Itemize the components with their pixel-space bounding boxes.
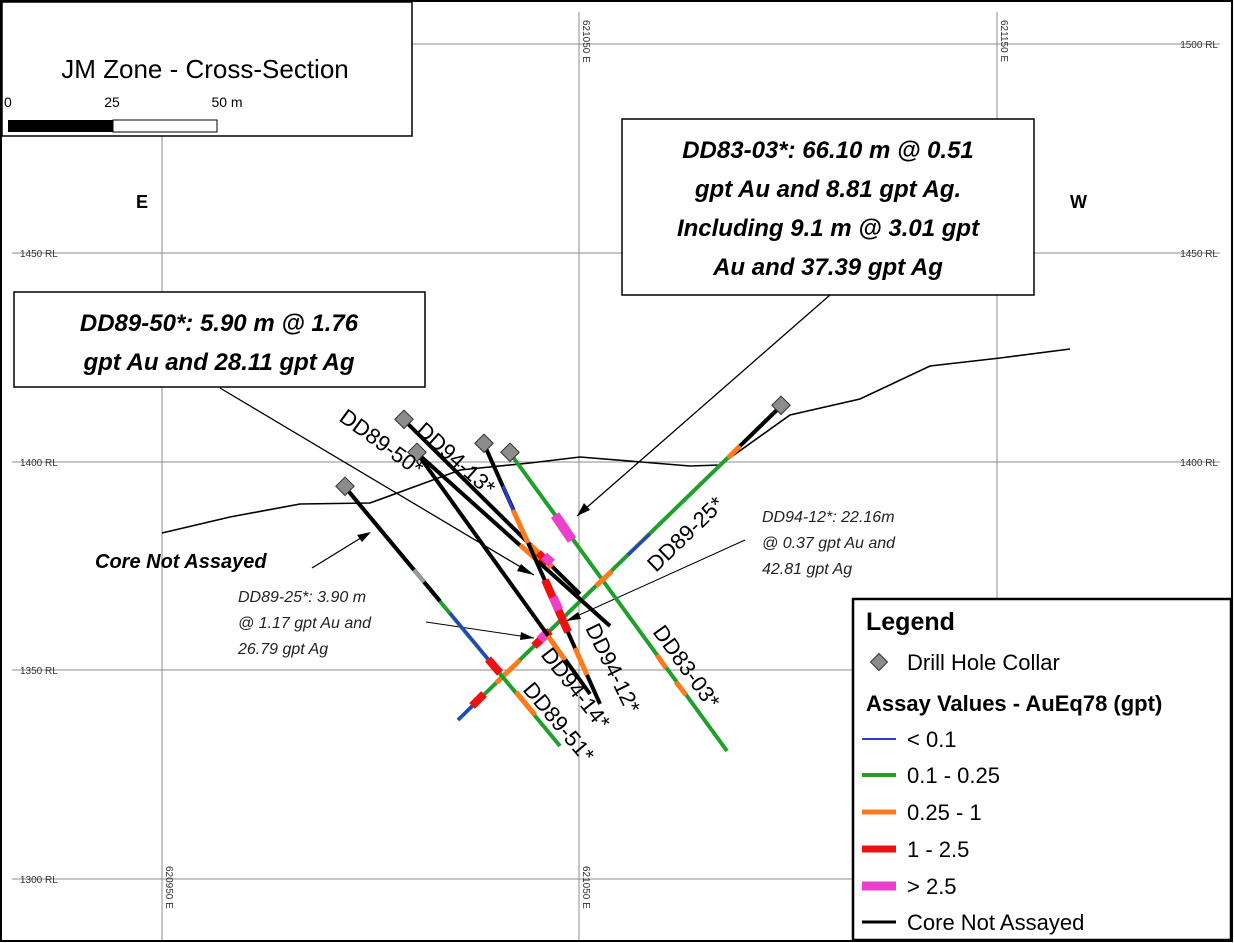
legend-label-gt-2-5: > 2.5 bbox=[907, 874, 957, 899]
map-title: JM Zone - Cross-Section bbox=[61, 54, 349, 84]
topography-line bbox=[161, 348, 1071, 534]
leader-dd83-03 bbox=[576, 294, 831, 517]
legend-box bbox=[851, 597, 1233, 942]
scale-bar-black bbox=[8, 120, 113, 132]
assay-interval-dd89-51-grey bbox=[412, 568, 426, 584]
legend-subtitle: Assay Values - AuEq78 (gpt) bbox=[866, 691, 1162, 716]
drill-trace-dd89-25-unassayed bbox=[738, 404, 783, 448]
grid-label-1350-left: 1350 RL bbox=[20, 666, 58, 677]
drill-trace-dd83-03 bbox=[508, 451, 729, 753]
assay-interval-dd89-25-high bbox=[536, 630, 550, 644]
legend-title: Legend bbox=[866, 608, 955, 636]
legend-label-1-2-5: 1 - 2.5 bbox=[907, 837, 969, 862]
grid-label-621150-top: 621150 E bbox=[998, 20, 1009, 62]
legend-collar-icon bbox=[869, 652, 889, 672]
collar-marker-dd94-12 bbox=[474, 433, 494, 454]
assay-interval-dd94-12-orange-1 bbox=[510, 508, 531, 545]
assay-interval-dd94-12-orange-2 bbox=[572, 646, 590, 677]
legend-label-lt-0-1: < 0.1 bbox=[907, 727, 957, 752]
callout-dd83-03-box bbox=[621, 118, 1035, 296]
grid-label-1400-left: 1400 RL bbox=[20, 458, 58, 469]
note-dd89-25-line-3: 26.79 gpt Ag bbox=[237, 641, 328, 658]
assay-interval-dd94-14-orange bbox=[545, 634, 568, 662]
leader-dd89-25 bbox=[425, 621, 535, 639]
label-core-not-assayed: Core Not Assayed bbox=[95, 551, 267, 573]
note-dd94-12-line-3: 42.81 gpt Ag bbox=[762, 561, 852, 578]
leader-dd94-12 bbox=[565, 539, 746, 622]
assay-interval-dd89-25-orange-2 bbox=[594, 569, 614, 588]
leader-arrow-dd83-03 bbox=[577, 503, 590, 516]
legend-label-0-1-0-25: 0.1 - 0.25 bbox=[907, 763, 1000, 788]
leader-arrow-dd94-12 bbox=[566, 612, 581, 621]
assay-interval-dd94-12-low bbox=[501, 485, 515, 511]
collar-marker-dd89-25 bbox=[771, 395, 791, 416]
grid-label-621050-bottom: 621050 E bbox=[580, 866, 591, 909]
drill-holes bbox=[335, 395, 791, 753]
note-dd94-12-line-2: @ 0.37 gpt Au and bbox=[762, 535, 896, 552]
grid-label-1500-right: 1500 RL bbox=[1180, 40, 1218, 51]
callout-dd89-50: DD89-50*: 5.90 m @ 1.76 gpt Au and 28.11… bbox=[13, 291, 426, 388]
callout-dd83-03-line-3: Including 9.1 m @ 3.01 gpt bbox=[677, 215, 980, 242]
scale-label-50: 50 m bbox=[211, 94, 242, 110]
scale-label-0: 0 bbox=[4, 94, 12, 110]
legend-collar-label: Drill Hole Collar bbox=[907, 650, 1060, 675]
grid-label-1450-right: 1450 RL bbox=[1180, 249, 1218, 260]
callout-dd83-03-line-1: DD83-03*: 66.10 m @ 0.51 bbox=[682, 137, 974, 164]
leader-arrow-dd89-25 bbox=[520, 632, 534, 640]
grid-label-1450-left: 1450 RL bbox=[20, 249, 58, 260]
callout-dd83-03-line-4: Au and 37.39 gpt Ag bbox=[712, 254, 943, 281]
note-dd89-25-line-1: DD89-25*: 3.90 m bbox=[238, 589, 366, 606]
assay-interval-dd89-25-orange-3 bbox=[726, 444, 742, 460]
assay-interval-dd89-25-low-2 bbox=[626, 532, 652, 557]
note-dd89-25-line-2: @ 1.17 gpt Au and bbox=[238, 615, 372, 632]
assay-interval-dd83-03-orange-1 bbox=[654, 653, 669, 670]
grid-label-621050-top: 621050 E bbox=[580, 20, 591, 63]
collar-marker-dd89-51 bbox=[335, 476, 355, 497]
drill-trace-dd94-13 bbox=[415, 451, 612, 628]
legend-label-not-assayed: Core Not Assayed bbox=[907, 910, 1084, 935]
assay-interval-dd89-25-orange-1 bbox=[494, 658, 522, 685]
grid-label-1300-left: 1300 RL bbox=[20, 875, 58, 886]
direction-label-west: W bbox=[1070, 192, 1087, 212]
collar-marker-dd94-13 bbox=[407, 442, 427, 463]
legend-label-0-25-1: 0.25 - 1 bbox=[907, 800, 982, 825]
collar-marker-dd83-03 bbox=[500, 442, 520, 463]
note-dd94-12-line-1: DD94-12*: 22.16m bbox=[762, 509, 895, 526]
callout-dd83-03: DD83-03*: 66.10 m @ 0.51 gpt Au and 8.81… bbox=[621, 118, 1035, 296]
assay-interval-dd94-12-high bbox=[548, 595, 564, 612]
leader-core-not-assayed bbox=[311, 535, 365, 569]
scale-bar-white bbox=[112, 119, 218, 133]
leader-arrow-core-not-assayed bbox=[357, 532, 371, 542]
callout-dd89-50-line-1: DD89-50*: 5.90 m @ 1.76 bbox=[80, 310, 359, 337]
assay-interval-dd83-03-high bbox=[550, 512, 577, 543]
leader-arrow-dd89-50 bbox=[517, 564, 534, 575]
legend: Legend Drill Hole Collar Assay Values - … bbox=[851, 597, 1233, 942]
callout-dd83-03-line-2: gpt Au and 8.81 gpt Ag. bbox=[694, 176, 961, 203]
assay-interval-dd89-51-red bbox=[484, 656, 504, 676]
assay-interval-dd89-51-orange bbox=[514, 690, 537, 717]
grid-label-620950-bottom: 620950 E bbox=[163, 866, 174, 909]
grid-label-1400-right: 1400 RL bbox=[1180, 458, 1218, 469]
callout-dd89-50-box bbox=[13, 291, 426, 388]
assay-interval-dd83-03-orange-2 bbox=[674, 680, 688, 697]
title-box-frame bbox=[1, 1, 413, 137]
assay-interval-dd89-51-low bbox=[448, 612, 490, 660]
callout-dd89-50-line-2: gpt Au and 28.11 gpt Ag bbox=[82, 349, 354, 376]
scale-label-25: 25 bbox=[104, 94, 120, 110]
direction-label-east: E bbox=[136, 192, 148, 212]
collar-marker-dd89-50 bbox=[394, 409, 414, 430]
title-box: JM Zone - Cross-Section 0 25 50 m bbox=[1, 1, 413, 137]
drill-trace-dd89-51-unassayed bbox=[343, 485, 442, 603]
assay-interval-dd89-25-red-1 bbox=[469, 691, 487, 709]
assay-interval-dd94-13-high bbox=[541, 552, 555, 567]
